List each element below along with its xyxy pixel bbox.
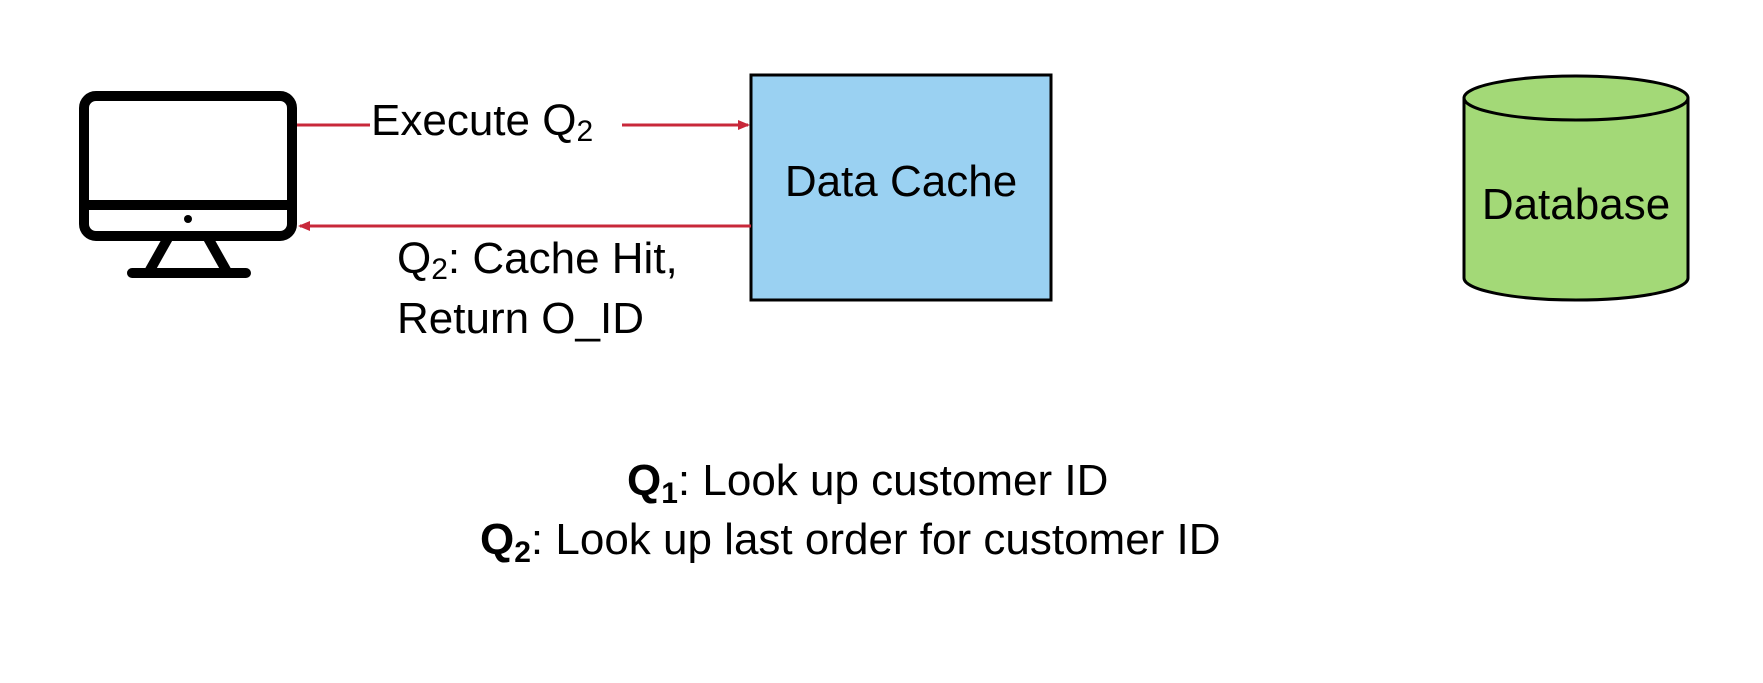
request-label: Execute Q2 <box>371 96 593 148</box>
query-legend: Q1: Look up customer ID Q2: Look up last… <box>480 456 1221 569</box>
database-cylinder-body <box>1462 98 1690 302</box>
response-label-line2: Return O_ID <box>397 294 644 343</box>
data-cache-node: Data Cache <box>749 73 1053 302</box>
response-label-line1: Q2: Cache Hit, <box>397 234 678 286</box>
database-label: Database <box>1482 180 1670 229</box>
database-node: Database <box>1462 74 1690 302</box>
request-edge: Execute Q2 <box>297 96 750 148</box>
response-edge: Q2: Cache Hit, Return O_ID <box>298 221 751 343</box>
data-cache-label: Data Cache <box>785 157 1017 206</box>
legend-q2: Q2: Look up last order for customer ID <box>480 515 1221 569</box>
desktop-computer-icon <box>79 91 297 278</box>
database-cylinder-top <box>1462 74 1690 122</box>
data-cache-box <box>749 73 1053 302</box>
legend-q1: Q1: Look up customer ID <box>627 456 1108 510</box>
